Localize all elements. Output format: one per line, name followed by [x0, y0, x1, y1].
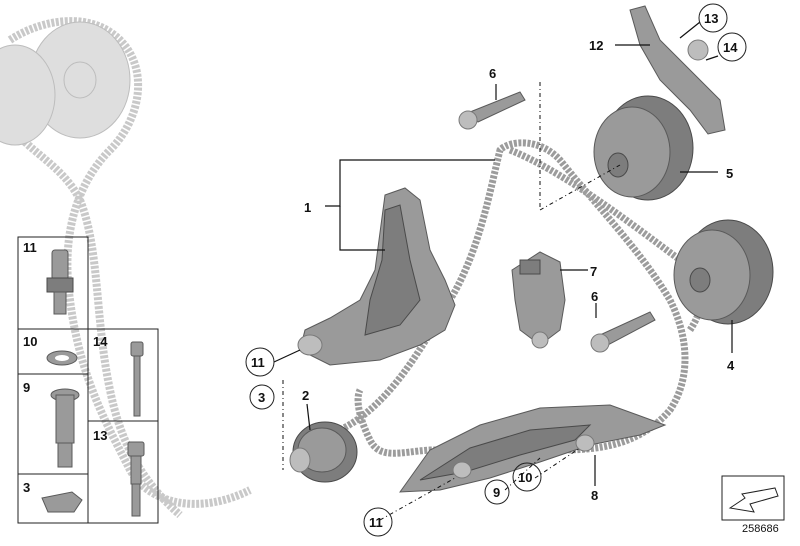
legend-label-9: 9	[23, 380, 30, 395]
callout-3-circle	[249, 384, 275, 410]
parts-legend: 11 10 14 9 13 3	[17, 236, 159, 524]
chain-tensioner	[511, 251, 566, 349]
legend-pin-9	[50, 388, 80, 468]
legend-label-3: 3	[23, 480, 30, 495]
callout-5: 5	[726, 166, 733, 181]
callout-11-upper: 11	[251, 355, 265, 370]
legend-bolt-13	[127, 441, 145, 517]
callout-13-circle	[698, 3, 728, 33]
ghost-sprocket	[0, 44, 56, 146]
callout-1: 1	[304, 200, 311, 215]
callout-12: 12	[589, 38, 603, 53]
intake-camshaft-sprocket	[593, 95, 694, 201]
legend-pin-11	[46, 249, 74, 315]
callouts: 1 2 3 4 5 6 6 7 8 9 10 11 11 12 13 14	[245, 3, 747, 537]
callout-11-lower: 11	[369, 515, 383, 530]
callout-7: 7	[590, 264, 597, 279]
callout-8: 8	[591, 488, 598, 503]
callout-6-upper: 6	[489, 66, 496, 81]
callout-9: 9	[493, 485, 500, 500]
callout-10-circle	[512, 462, 542, 492]
legend-key-3	[41, 491, 83, 513]
upper-guide-rail	[629, 5, 726, 135]
central-bolt-lower	[590, 311, 656, 353]
callout-11-upper-circle	[245, 347, 275, 377]
legend-label-14: 14	[93, 334, 108, 349]
callout-13: 13	[704, 11, 718, 26]
ghost-background-assembly	[0, 17, 252, 519]
tensioner-rail	[297, 187, 456, 366]
callout-10: 10	[518, 470, 532, 485]
leader-lines	[273, 21, 733, 521]
callout-14-circle	[717, 32, 747, 62]
legend-label-11: 11	[23, 240, 37, 255]
legend-bolt-14	[130, 341, 144, 417]
callout-9-circle	[484, 479, 510, 505]
callout-3: 3	[258, 390, 265, 405]
guide-rail	[398, 404, 667, 493]
legend-label-13: 13	[93, 428, 107, 443]
callout-4: 4	[727, 358, 735, 373]
callout-2: 2	[302, 388, 309, 403]
central-bolt-upper	[458, 91, 526, 130]
crankshaft-sprocket	[289, 421, 358, 483]
callout-11-lower-circle	[363, 507, 393, 537]
document-id: 258686	[742, 523, 779, 535]
callout-14: 14	[723, 40, 738, 55]
exhaust-camshaft-sprocket	[673, 219, 774, 325]
callout-6-lower: 6	[591, 289, 598, 304]
orientation-symbol	[721, 475, 785, 521]
legend-label-10: 10	[23, 334, 37, 349]
